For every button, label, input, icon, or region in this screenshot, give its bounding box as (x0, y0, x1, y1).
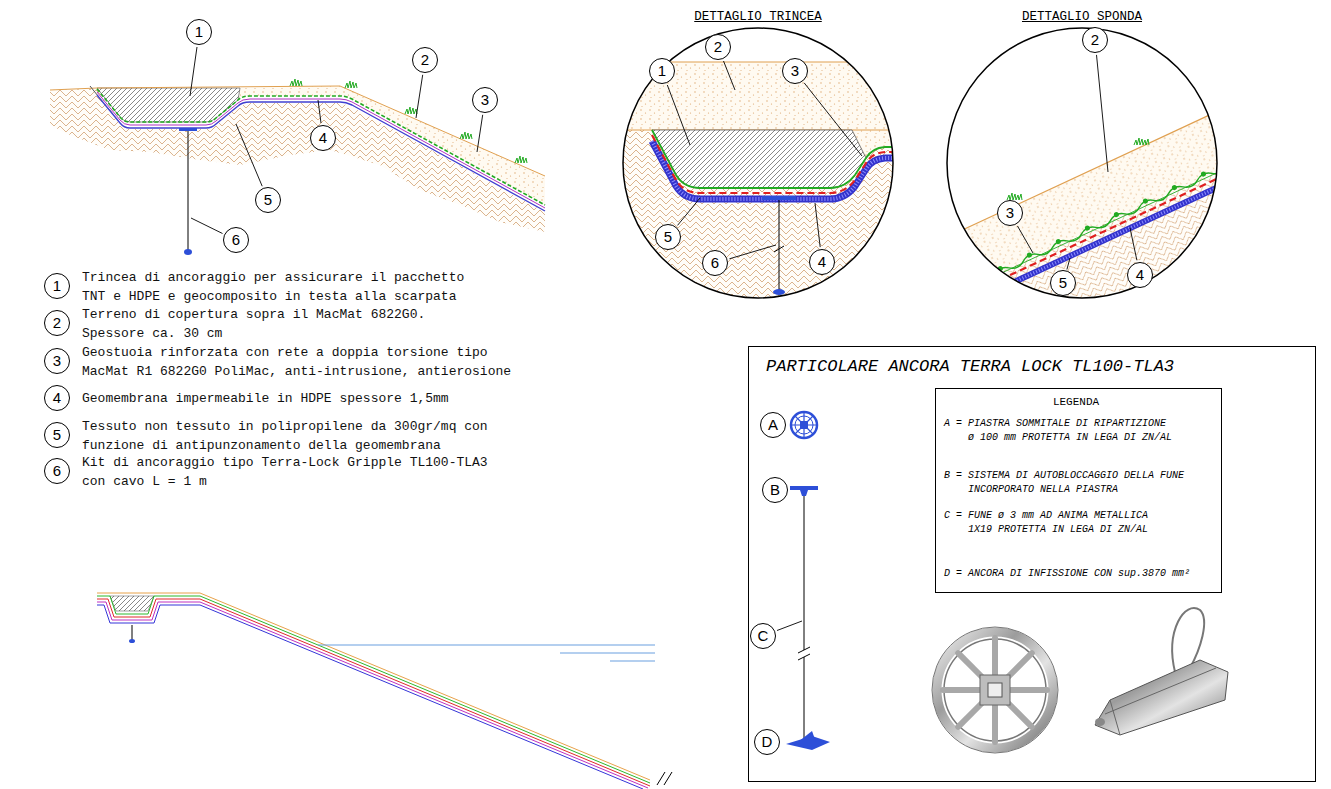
detail-title: DETTAGLIO TRINCEA (694, 10, 822, 24)
callout-number: 1 (186, 19, 212, 45)
callout-number: 1 (649, 58, 675, 84)
legend-item: D = ANCORA DI INFISSIONE CON sup.3870 mm… (944, 567, 1204, 581)
callout-letter: A (760, 412, 786, 438)
legend-item: B = SISTEMA DI AUTOBLOCCAGGIO DELLA FUNE… (944, 469, 1190, 497)
legend-heading: LEGENDA (936, 396, 1216, 408)
legend-description: Trincea di ancoraggio per assicurare il … (82, 268, 492, 306)
legend-description: Tessuto non tessuto in polipropilene da … (82, 417, 492, 455)
callout-letter: C (750, 623, 776, 649)
callout-number: 2 (44, 310, 70, 336)
callout-number: 3 (472, 87, 498, 113)
callout-number: 4 (1127, 262, 1153, 288)
callout-number: 4 (44, 385, 70, 411)
legend-item: C = FUNE ø 3 mm AD ANIMA METALLICA 1X19 … (944, 509, 1175, 537)
callout-letter: D (754, 729, 780, 755)
legend-description: Geomembrana impermeabile in HDPE spessor… (82, 389, 492, 408)
callout-number: 6 (223, 227, 249, 253)
callout-number: 5 (1050, 270, 1076, 296)
callout-number: 5 (255, 187, 281, 213)
callout-number: 6 (44, 458, 70, 484)
callout-number: 2 (705, 34, 731, 60)
anchor-parts (777, 412, 1228, 753)
callout-number: 5 (44, 422, 70, 448)
callout-number: 2 (412, 47, 438, 73)
bank-detail (457, 0, 1331, 789)
callout-number: 4 (310, 125, 336, 151)
callout-number: 6 (702, 250, 728, 276)
cross-section (50, 47, 545, 255)
callout-letter: B (762, 477, 788, 503)
slope-section (97, 593, 672, 789)
legend-description: Terreno di copertura sopra il MacMat 682… (82, 305, 492, 343)
legend-description: Kit di ancoraggio tipo Terra-Lock Grippl… (82, 453, 492, 491)
callout-number: 2 (1082, 27, 1108, 53)
callout-number: 3 (44, 348, 70, 374)
callout-number: 5 (655, 224, 681, 250)
detail-box: PARTICOLARE ANCORA TERRA LOCK TL100-TLA3… (748, 346, 1316, 782)
detail-title: DETTAGLIO SPONDA (1022, 10, 1142, 24)
callout-number: 1 (44, 273, 70, 299)
trench-detail (620, 20, 900, 310)
callout-number: 3 (782, 58, 808, 84)
legend-item: A = PIASTRA SOMMITALE DI RIPARTIZIONE ø … (944, 417, 1175, 445)
callout-number: 3 (997, 200, 1023, 226)
callout-number: 4 (809, 249, 835, 275)
legend-box: LEGENDA A = PIASTRA SOMMITALE DI RIPARTIZ… (935, 388, 1222, 593)
legend-description: Geostuoia rinforzata con rete a doppia t… (82, 343, 522, 381)
box-title: PARTICOLARE ANCORA TERRA LOCK TL100-TLA3 (766, 357, 1174, 376)
